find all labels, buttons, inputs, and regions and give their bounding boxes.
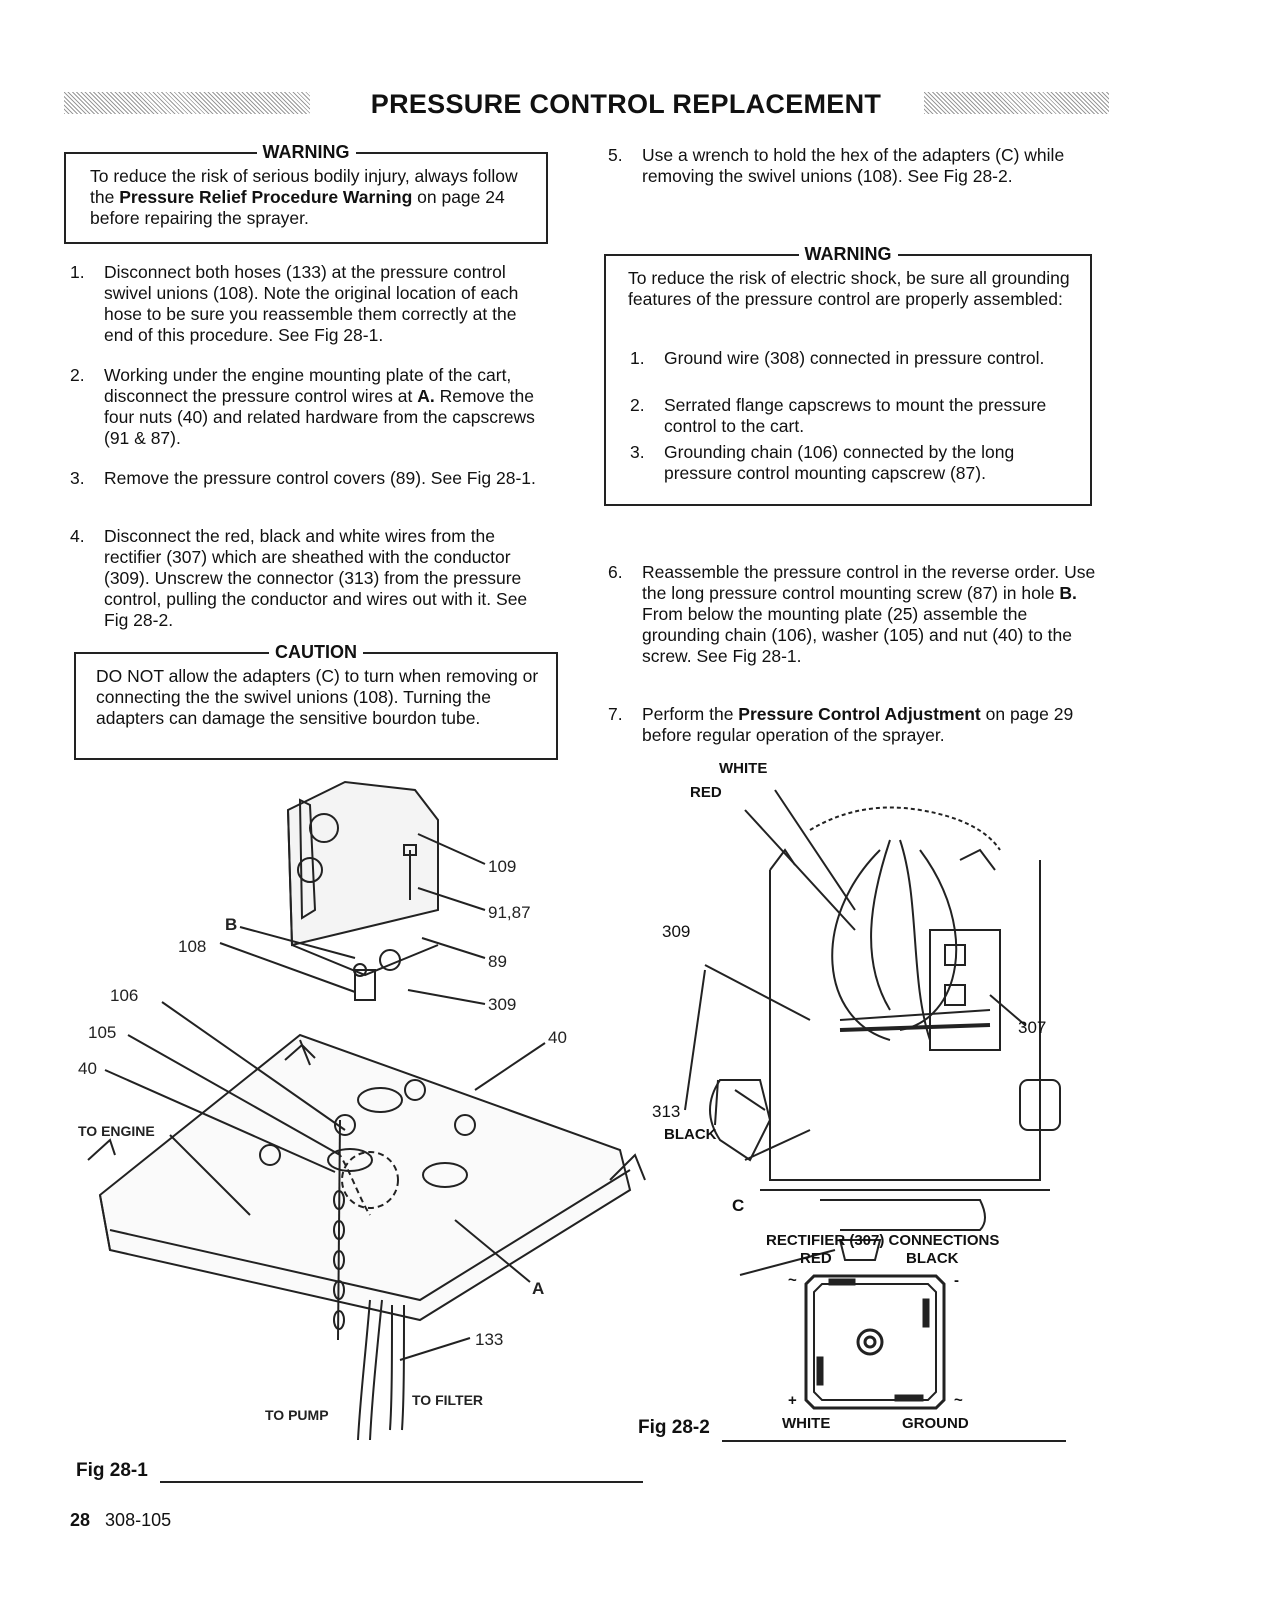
warning-box-relief: WARNING To reduce the risk of serious bo… bbox=[64, 142, 548, 244]
rectifier-label-ground: GROUND bbox=[902, 1415, 969, 1432]
fig-28-1-rule bbox=[160, 1481, 643, 1483]
page-footer: 28 308-105 bbox=[70, 1510, 171, 1531]
rectifier-title: RECTIFIER (307) CONNECTIONS bbox=[766, 1232, 1000, 1249]
callout-106: 106 bbox=[110, 986, 138, 1005]
rectifier-diagram bbox=[804, 1274, 946, 1410]
callout-309: 309 bbox=[488, 995, 516, 1014]
warning-item-2: 2.Serrated flange capscrews to mount the… bbox=[630, 395, 1047, 436]
warning-intro: To reduce the risk of electric shock, be… bbox=[628, 268, 1070, 309]
callout-109: 109 bbox=[488, 857, 516, 876]
step-5: 5.Use a wrench to hold the hex of the ad… bbox=[608, 145, 1065, 186]
step-1: 1.Disconnect both hoses (133) at the pre… bbox=[70, 262, 519, 345]
callout-133: 133 bbox=[475, 1330, 503, 1349]
document-number: 308-105 bbox=[105, 1510, 172, 1530]
label-to-filter: TO FILTER bbox=[412, 1392, 483, 1408]
callout-91-87: 91,87 bbox=[488, 903, 531, 922]
callout-c: C bbox=[732, 1196, 745, 1215]
label-to-pump: TO PUMP bbox=[265, 1407, 329, 1423]
rectifier-label-red: RED bbox=[800, 1250, 832, 1267]
page-number: 28 bbox=[70, 1510, 91, 1530]
rectifier-terminal-ac-bottom: ~ bbox=[954, 1392, 963, 1409]
step-4: 4.Disconnect the red, black and white wi… bbox=[70, 526, 528, 630]
warning-box-electric: WARNING To reduce the risk of electric s… bbox=[604, 244, 1092, 506]
callout-40-right: 40 bbox=[548, 1028, 567, 1047]
fig-28-2-rule bbox=[722, 1440, 1066, 1442]
page-title: PRESSURE CONTROL REPLACEMENT bbox=[370, 89, 882, 119]
rectifier-terminal-positive: + bbox=[788, 1392, 797, 1409]
callout-105: 105 bbox=[88, 1023, 116, 1042]
warning-item-1: 1.Ground wire (308) connected in pressur… bbox=[630, 348, 1045, 368]
label-red-wire: RED bbox=[690, 784, 722, 801]
rectifier-label-black: BLACK bbox=[906, 1250, 959, 1267]
callout-309-fig2: 309 bbox=[662, 922, 691, 941]
callout-b: B bbox=[225, 915, 237, 934]
caution-text: DO NOT allow the adapters (C) to turn wh… bbox=[96, 666, 539, 728]
rectifier-terminal-negative: - bbox=[954, 1272, 959, 1289]
warning-heading: WARNING bbox=[256, 142, 356, 162]
caution-heading: CAUTION bbox=[269, 642, 363, 662]
callout-89: 89 bbox=[488, 952, 507, 971]
hatch-decoration-right bbox=[924, 92, 1109, 114]
label-white-wire: WHITE bbox=[719, 760, 768, 777]
callout-307: 307 bbox=[1018, 1018, 1047, 1037]
label-black-wire: BLACK bbox=[664, 1126, 717, 1143]
section-title-bar: PRESSURE CONTROL REPLACEMENT bbox=[64, 86, 1109, 122]
fig-28-2-drawing bbox=[684, 789, 1061, 1276]
fig-28-1-label: Fig 28-1 bbox=[76, 1460, 148, 1481]
rectifier-label-white: WHITE bbox=[782, 1415, 831, 1432]
warning-item-3: 3.Grounding chain (106) connected by the… bbox=[630, 442, 1015, 483]
fig-28-1-drawing: 109 91,87 B 108 89 106 309 105 40 40 TO … bbox=[78, 780, 646, 1441]
warning-text: To reduce the risk of serious bodily inj… bbox=[90, 166, 518, 228]
caution-box: CAUTION DO NOT allow the adapters (C) to… bbox=[74, 642, 558, 760]
fig-28-2-label: Fig 28-2 bbox=[638, 1417, 710, 1438]
callout-a: A bbox=[532, 1279, 544, 1298]
step-2: 2.Working under the engine mounting plat… bbox=[70, 365, 535, 448]
warning-heading-electric: WARNING bbox=[798, 244, 898, 264]
callout-40-left: 40 bbox=[78, 1059, 97, 1078]
step-6: 6.Reassemble the pressure control in the… bbox=[608, 562, 1096, 666]
step-7: 7.Perform the Pressure Control Adjustmen… bbox=[608, 704, 1074, 745]
callout-313: 313 bbox=[652, 1102, 681, 1121]
rectifier-terminal-ac-top: ~ bbox=[788, 1272, 797, 1289]
callout-108: 108 bbox=[178, 937, 206, 956]
hatch-decoration-left bbox=[64, 92, 310, 114]
label-to-engine: TO ENGINE bbox=[78, 1123, 155, 1139]
step-3: 3.Remove the pressure control covers (89… bbox=[70, 468, 536, 488]
